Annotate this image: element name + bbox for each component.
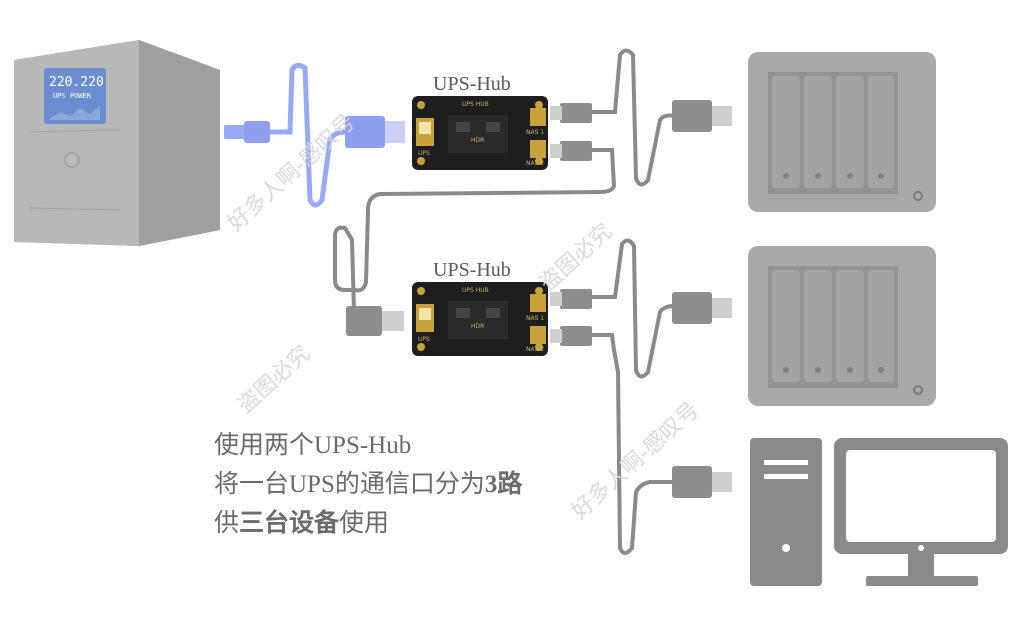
hub-2-label: UPS-Hub bbox=[433, 259, 511, 281]
nas-device-2 bbox=[748, 246, 936, 406]
ups-device: 220.220 UPS POWER bbox=[14, 40, 220, 246]
hub-2-port-nas2-label: NAS 2 bbox=[526, 346, 544, 353]
caption-emphasis-three-devices: 三台设备 bbox=[239, 510, 340, 537]
hub-2-board-title: UPS HUB bbox=[462, 287, 489, 294]
hub-1-center-mark: HDR bbox=[471, 137, 484, 144]
ups-power-button bbox=[64, 152, 80, 168]
ups-lcd-screen bbox=[44, 68, 106, 124]
ups-usb-cable bbox=[265, 62, 348, 208]
pc-monitor bbox=[834, 438, 1008, 586]
hub-1-port-nas2 bbox=[530, 140, 546, 158]
gray-cables bbox=[333, 48, 676, 555]
hub-1-label: UPS-Hub bbox=[433, 73, 511, 95]
caption: 使用两个UPS-Hub 将一台UPS的通信口分为3路 供三台设备使用 bbox=[214, 426, 522, 543]
watermark-3: 盗图必究 bbox=[233, 341, 315, 418]
caption-line-3: 供三台设备使用 bbox=[214, 510, 390, 537]
ups-hub-1: UPS-Hub UPS HUB UPS HDR NAS 1 NAS 2 bbox=[412, 73, 548, 170]
watermark-2: 盗图必究 bbox=[535, 219, 617, 296]
ups-lcd-voltage: 220.220 bbox=[49, 75, 104, 90]
caption-line-1: 使用两个UPS-Hub bbox=[214, 432, 412, 459]
hub-1-port-nas1 bbox=[530, 108, 546, 126]
usb-a-plug-blue bbox=[345, 116, 385, 148]
caption-line-2: 将一台UPS的通信口分为3路 bbox=[214, 471, 523, 498]
ups-lcd-brand: UPS POWER bbox=[53, 92, 92, 100]
ups-hub-2: UPS-Hub UPS HUB UPS HDR NAS 1 NAS 2 bbox=[412, 259, 548, 356]
pc-tower bbox=[750, 438, 822, 586]
hub-2-port-nas1-label: NAS 1 bbox=[526, 315, 544, 322]
nas-device-1 bbox=[748, 52, 936, 212]
caption-emphasis-3-routes: 3路 bbox=[484, 471, 523, 498]
hub-2-center-mark: HDR bbox=[471, 323, 484, 330]
hub-1-board-title: UPS HUB bbox=[462, 101, 489, 108]
hub-1-port-nas2-label: NAS 2 bbox=[526, 160, 544, 167]
hub-1-port-nas1-label: NAS 1 bbox=[526, 129, 544, 136]
hub-2-port-ups-label: UPS bbox=[418, 336, 430, 343]
hub-1-port-ups-label: UPS bbox=[418, 150, 430, 157]
hub-2-port-nas2 bbox=[530, 326, 546, 344]
usb-plugs-gray bbox=[346, 100, 732, 498]
hub-2-port-nas1 bbox=[530, 294, 546, 312]
